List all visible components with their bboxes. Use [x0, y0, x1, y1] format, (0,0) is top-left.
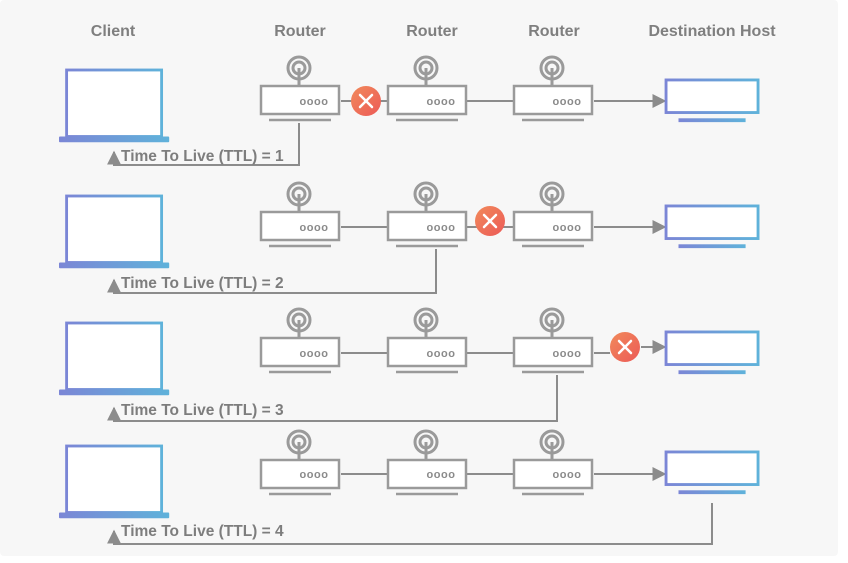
- router-icon: [259, 429, 341, 496]
- client-laptop-icon: [57, 68, 171, 144]
- ttl-row-2: oooo oooo oooo Time To Live (TTL) = 2: [57, 181, 760, 294]
- router-icon: [259, 307, 341, 374]
- return-path-arrow: [107, 375, 558, 422]
- client-laptop-icon: [57, 194, 171, 270]
- ttl-label-2: Time To Live (TTL) = 2: [121, 275, 284, 292]
- router-icon: [386, 429, 468, 496]
- return-path-arrow: [107, 123, 300, 166]
- router-icon: [259, 55, 341, 122]
- router-icon: [512, 55, 594, 122]
- router-icon: [512, 307, 594, 374]
- ttl-row-3: oooo oooo oooo Time To Live (TTL) = 3: [57, 307, 760, 422]
- router-icon: [512, 181, 594, 248]
- packet-dropped-icon: [473, 204, 507, 238]
- router-ports-label: oooo: [553, 348, 582, 360]
- router-ports-label: oooo: [427, 348, 456, 360]
- packet-dropped-icon: [608, 330, 642, 364]
- header-client: Client: [91, 23, 136, 40]
- router-icon: [386, 181, 468, 248]
- router-ports-label: oooo: [300, 96, 329, 108]
- router-ports-label: oooo: [300, 348, 329, 360]
- router-icon: [386, 307, 468, 374]
- destination-host-icon: [664, 204, 760, 250]
- client-laptop-icon: [57, 444, 171, 520]
- router-ports-label: oooo: [300, 469, 329, 481]
- router-ports-label: oooo: [553, 222, 582, 234]
- router-icon: [386, 55, 468, 122]
- router-ports-label: oooo: [553, 469, 582, 481]
- header-router-2: Router: [406, 23, 458, 40]
- header-destination-host: Destination Host: [648, 23, 776, 40]
- ttl-row-1: oooo oooo oooo Time To Live (TTL) = 1: [57, 55, 760, 166]
- router-ports-label: oooo: [300, 222, 329, 234]
- router-icon: [259, 181, 341, 248]
- header-router-1: Router: [274, 23, 326, 40]
- packet-dropped-icon: [349, 84, 383, 118]
- router-ports-label: oooo: [427, 96, 456, 108]
- router-ports-label: oooo: [553, 96, 582, 108]
- ttl-label-3: Time To Live (TTL) = 3: [121, 402, 284, 419]
- destination-host-icon: [664, 330, 760, 376]
- return-path-arrow: [107, 249, 437, 294]
- return-path-arrow: [107, 503, 713, 545]
- header-router-3: Router: [528, 23, 580, 40]
- ttl-label-4: Time To Live (TTL) = 4: [121, 523, 284, 540]
- ttl-label-1: Time To Live (TTL) = 1: [121, 148, 284, 165]
- ttl-row-4: oooo oooo oooo Time To Live (TTL) = 4: [57, 429, 760, 545]
- destination-host-icon: [664, 450, 760, 496]
- destination-host-icon: [664, 78, 760, 124]
- router-ports-label: oooo: [427, 222, 456, 234]
- client-laptop-icon: [57, 321, 171, 397]
- router-icon: [512, 429, 594, 496]
- router-ports-label: oooo: [427, 469, 456, 481]
